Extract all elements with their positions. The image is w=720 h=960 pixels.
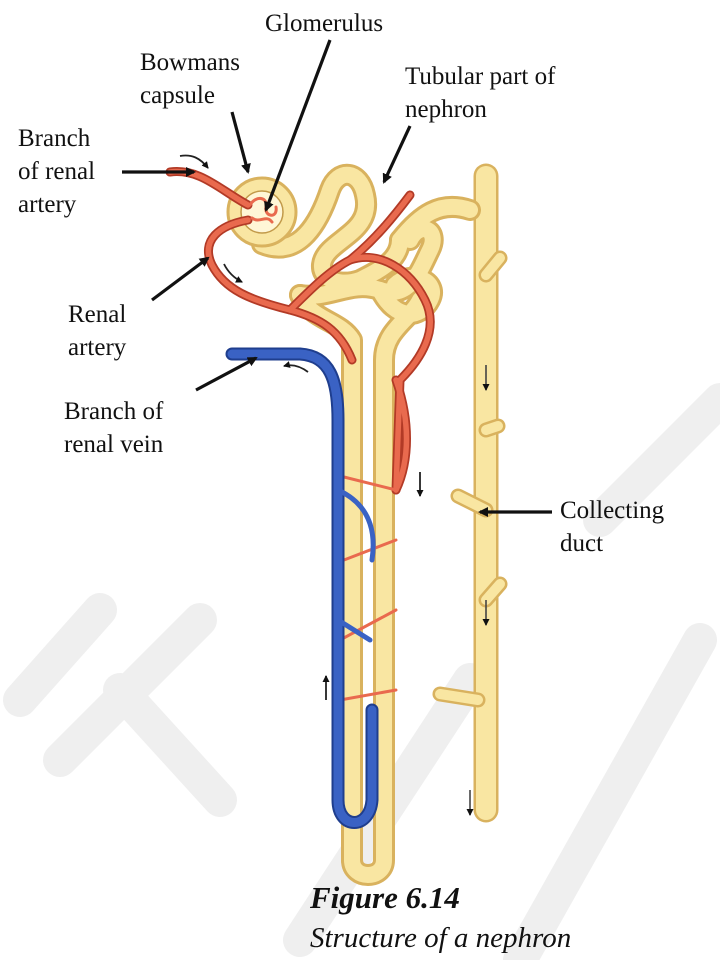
renal-vein: [225, 347, 379, 829]
renal-artery: [165, 167, 435, 702]
label-line: Tubular part of: [405, 63, 556, 90]
label-line: duct: [560, 530, 604, 557]
figure-caption: Structure of a nephron: [310, 922, 572, 954]
arrow-glomerulus: [264, 39, 332, 212]
figure-number: Figure 6.14: [310, 880, 460, 915]
label-tubular-part: Tubular part of nephron: [405, 60, 555, 126]
label-glomerulus: Glomerulus: [265, 10, 384, 37]
flow-arrows: [179, 154, 424, 700]
arrow-bowmans-capsule: [230, 111, 251, 174]
label-line: of renal: [18, 158, 96, 185]
label-line: Renal: [68, 301, 127, 328]
label-line: Collecting: [560, 497, 665, 524]
arrow-renal-artery: [151, 256, 210, 302]
label-line: Bowmans: [140, 49, 240, 76]
label-branch-renal-artery: Branch of renal artery: [18, 122, 95, 221]
pointer-arrows: [122, 39, 552, 517]
arrow-tubular-part: [382, 125, 412, 184]
nephron-tubule: [251, 163, 481, 886]
label-line: Branch of: [64, 398, 164, 425]
label-line: nephron: [405, 96, 487, 123]
label-line: artery: [18, 191, 77, 218]
watermark: [3, 383, 720, 960]
label-line: renal vein: [64, 431, 164, 458]
label-renal-artery: Renal artery: [68, 298, 126, 364]
label-line: Branch: [18, 125, 91, 152]
label-collecting-duct: Collecting duct: [560, 494, 664, 560]
arrow-branch-renal-vein: [195, 356, 258, 392]
label-line: artery: [68, 334, 127, 361]
label-bowmans-capsule: Bowmans capsule: [140, 46, 240, 112]
label-branch-renal-vein: Branch of renal vein: [64, 395, 163, 461]
label-line: capsule: [140, 82, 215, 109]
bowmans-capsule: [226, 176, 298, 248]
